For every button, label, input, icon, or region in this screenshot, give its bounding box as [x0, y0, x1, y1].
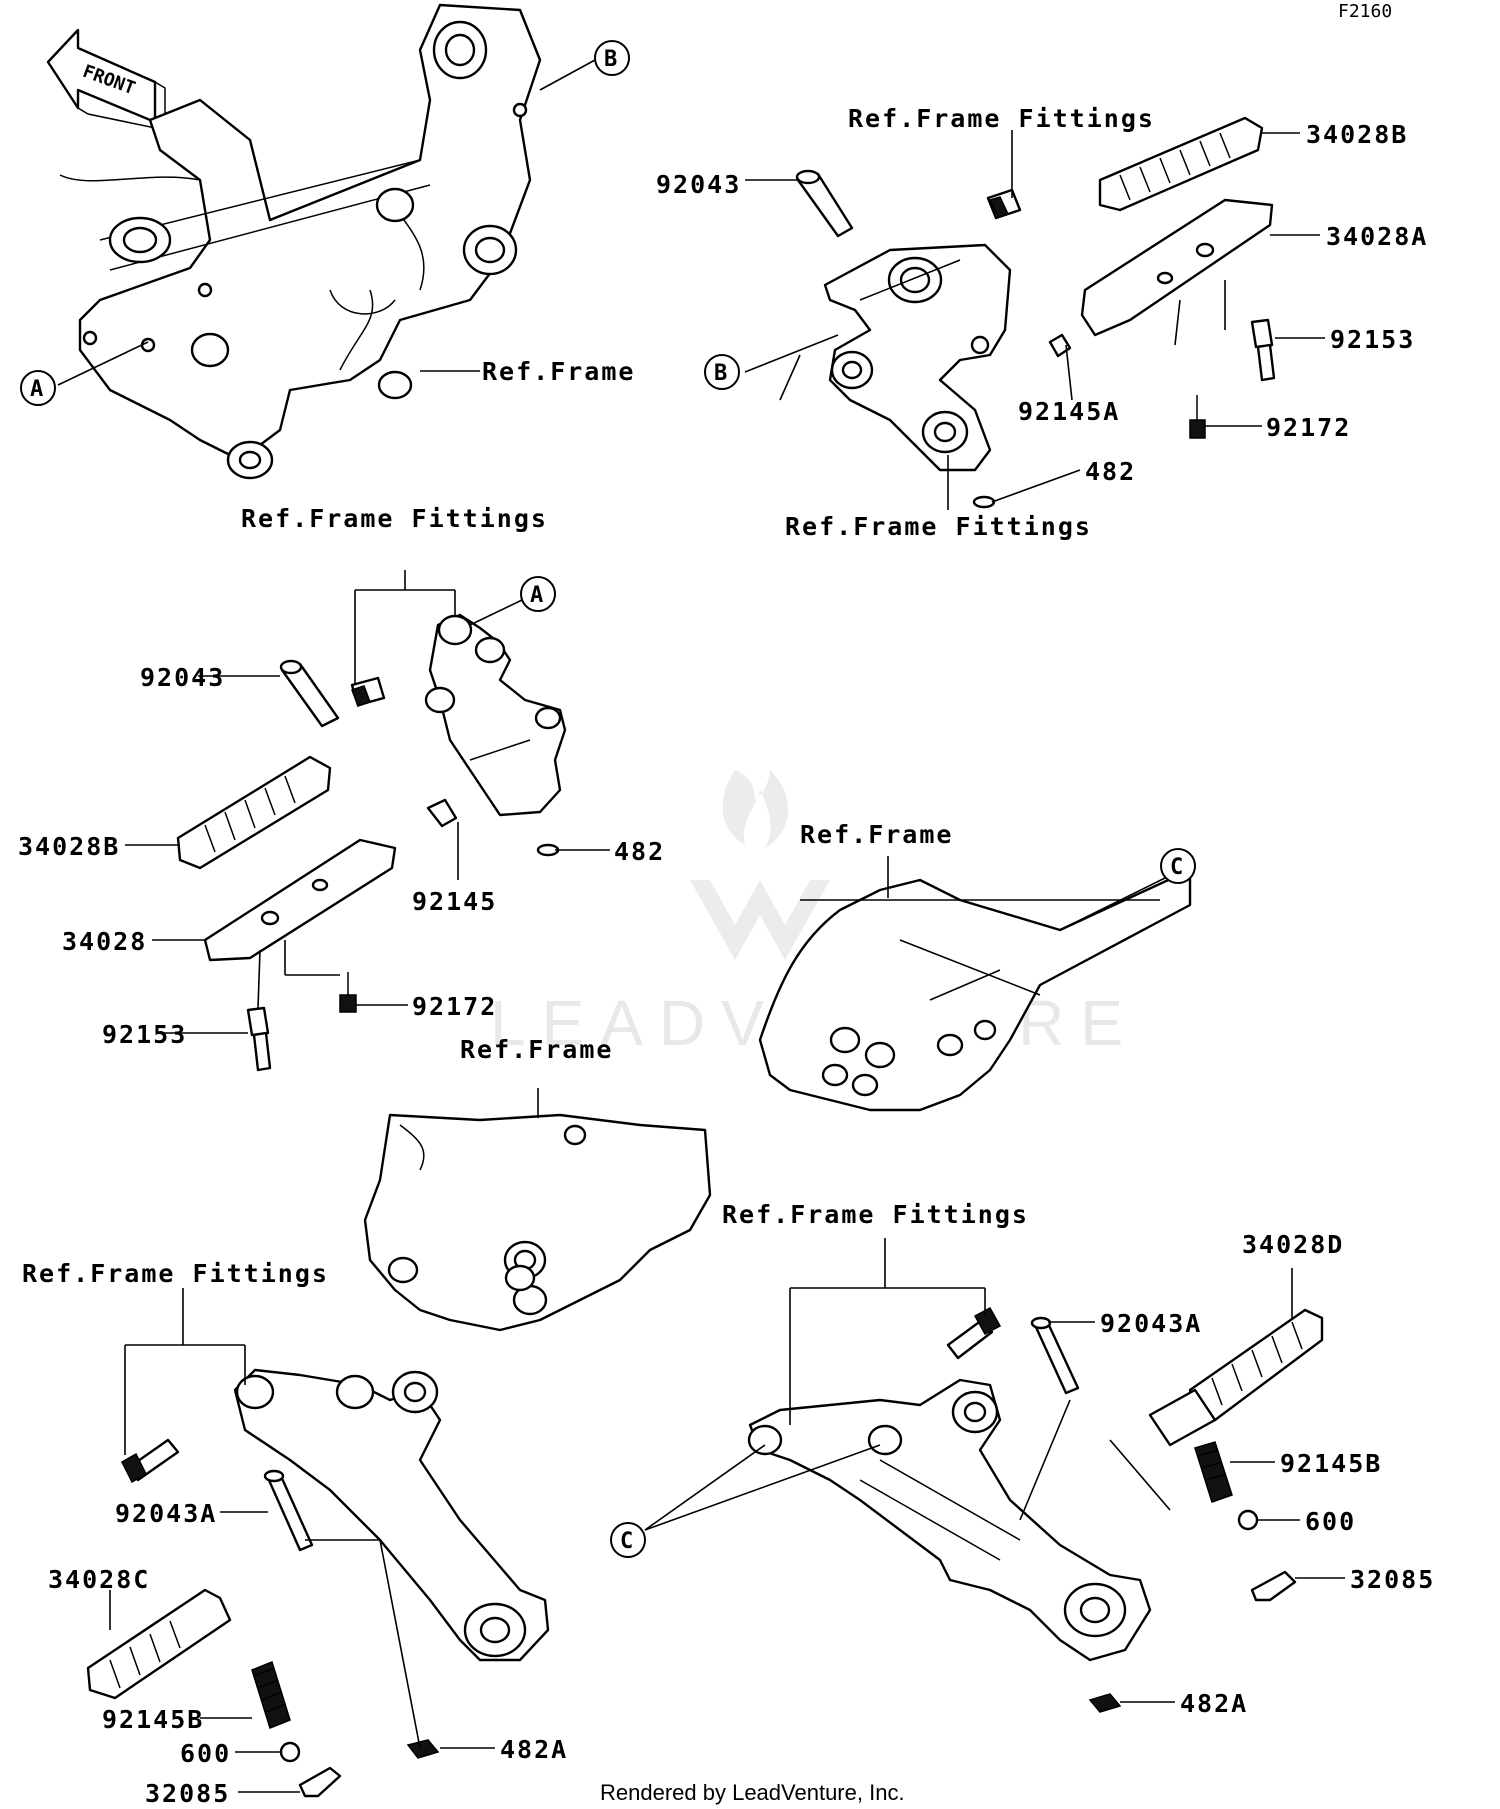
- leaders-mid-right: [887, 856, 1166, 931]
- footpeg-rubber-34028b-mid: [176, 755, 332, 870]
- clip-482a-bl: [406, 1739, 440, 1759]
- callout-c-bottom: C: [610, 1522, 646, 1558]
- label-34028b-ml: 34028B: [18, 832, 120, 861]
- pin-92043a-bl: [263, 1469, 314, 1552]
- label-600-br: 600: [1305, 1507, 1356, 1536]
- label-92043a-br: 92043A: [1100, 1309, 1202, 1338]
- passenger-bracket-left: [233, 1256, 550, 1662]
- callout-c-mid: C: [1160, 848, 1196, 884]
- label-92145a: 92145A: [1018, 397, 1120, 426]
- callout-b-right: B: [704, 354, 740, 390]
- label-34028a: 34028A: [1326, 222, 1428, 251]
- left-rider-bracket: [424, 613, 567, 817]
- callout-b-top: B: [594, 40, 630, 76]
- spring-92145b-br: [1194, 1441, 1233, 1503]
- bolt-92153-mid: [246, 1006, 272, 1072]
- leader-a-top: [57, 341, 149, 386]
- svg-text:A: A: [530, 583, 543, 608]
- label-34028b-tr: 34028B: [1306, 120, 1408, 149]
- svg-text:C: C: [620, 1529, 633, 1554]
- label-92043a-bl: 92043A: [115, 1499, 217, 1528]
- label-34028d: 34028D: [1242, 1230, 1344, 1259]
- clip-482-top: [972, 495, 996, 509]
- bolt-frame-fitting-top: [986, 188, 1022, 220]
- svg-text:C: C: [1170, 855, 1183, 880]
- label-92172-ml: 92172: [412, 992, 497, 1021]
- bolt-frame-fitting-br: [946, 1306, 1002, 1360]
- bolt-frame-fitting-bl: [121, 1438, 180, 1484]
- label-92153-ml: 92153: [102, 1020, 187, 1049]
- leaders-bottom-left: [109, 1088, 539, 1793]
- leaders-bottom-right: [644, 1238, 1345, 1703]
- ball-600-bl: [279, 1741, 301, 1763]
- svg-text:B: B: [604, 47, 617, 72]
- main-frame-drawing: [59, 3, 542, 480]
- label-482a-br: 482A: [1180, 1689, 1248, 1718]
- label-482-tr: 482: [1085, 457, 1136, 486]
- footpeg-34028d: [1148, 1308, 1324, 1447]
- pin-92043a-br: [1030, 1316, 1080, 1395]
- spring-92145: [426, 798, 458, 828]
- label-600-bl: 600: [180, 1739, 231, 1768]
- svg-text:B: B: [714, 361, 727, 386]
- footpeg-34028a: [1080, 198, 1274, 337]
- spring-92145a: [1048, 333, 1072, 358]
- leaders-top-right: [744, 130, 1325, 510]
- passenger-frame-drawing: [363, 1113, 712, 1332]
- plate-32085-bl: [298, 1766, 342, 1798]
- label-ref-frame-fittings-br: Ref.Frame Fittings: [722, 1200, 1029, 1229]
- label-ref-frame-mr: Ref.Frame: [800, 820, 953, 849]
- label-ref-frame-fittings-bl: Ref.Frame Fittings: [22, 1259, 329, 1288]
- label-ref-frame-bl: Ref.Frame: [460, 1035, 613, 1064]
- callout-a-mid: A: [520, 576, 556, 612]
- label-482-ml: 482: [614, 837, 665, 866]
- footer-credit: Rendered by LeadVenture, Inc.: [600, 1780, 905, 1805]
- leader-b-top: [539, 59, 596, 91]
- footpeg-34028: [203, 838, 397, 962]
- spring-92145b-bl: [251, 1661, 291, 1729]
- ball-600-br: [1237, 1509, 1259, 1531]
- bolt-92153-top: [1250, 318, 1276, 382]
- plate-32085-br: [1250, 1570, 1297, 1602]
- diagram-code: F2160: [1338, 1, 1392, 22]
- label-92145: 92145: [412, 887, 497, 916]
- leaders-mid-left: [125, 570, 610, 1034]
- label-ref-frame-fittings-tr2: Ref.Frame Fittings: [785, 512, 1092, 541]
- label-ref-frame-fittings-tr: Ref.Frame Fittings: [848, 104, 1155, 133]
- label-92172-tr: 92172: [1266, 413, 1351, 442]
- pin-92043-mid: [279, 659, 340, 728]
- screw-92172-top: [1189, 395, 1206, 439]
- screw-92172-mid: [339, 972, 357, 1013]
- passenger-bracket-right: [747, 1378, 1152, 1662]
- svg-text:A: A: [30, 377, 43, 402]
- clip-482a-br: [1088, 1693, 1122, 1713]
- label-32085-bl: 32085: [145, 1779, 230, 1808]
- footpeg-34028c: [86, 1588, 232, 1700]
- callout-a-top: A: [20, 370, 56, 406]
- bolt-frame-fitting-mid: [350, 676, 386, 707]
- label-92145b-br: 92145B: [1280, 1449, 1382, 1478]
- rear-frame-drawing: [758, 868, 1192, 1112]
- label-92043-tr: 92043: [656, 170, 741, 199]
- label-34028: 34028: [62, 927, 147, 956]
- label-482a-bl: 482A: [500, 1735, 568, 1764]
- footpeg-rubber-34028b-top: [1098, 116, 1264, 212]
- label-92145b-bl: 92145B: [102, 1705, 204, 1734]
- label-ref-frame-top: Ref.Frame: [482, 357, 635, 386]
- right-rider-bracket: [823, 243, 1012, 472]
- pin-92043-top: [795, 169, 854, 238]
- label-32085-br: 32085: [1350, 1565, 1435, 1594]
- label-92043-ml: 92043: [140, 663, 225, 692]
- label-92153-tr: 92153: [1330, 325, 1415, 354]
- label-34028c: 34028C: [48, 1565, 150, 1594]
- front-arrow-icon: FRONT: [46, 28, 166, 131]
- label-ref-frame-fittings-ml: Ref.Frame Fittings: [241, 504, 548, 533]
